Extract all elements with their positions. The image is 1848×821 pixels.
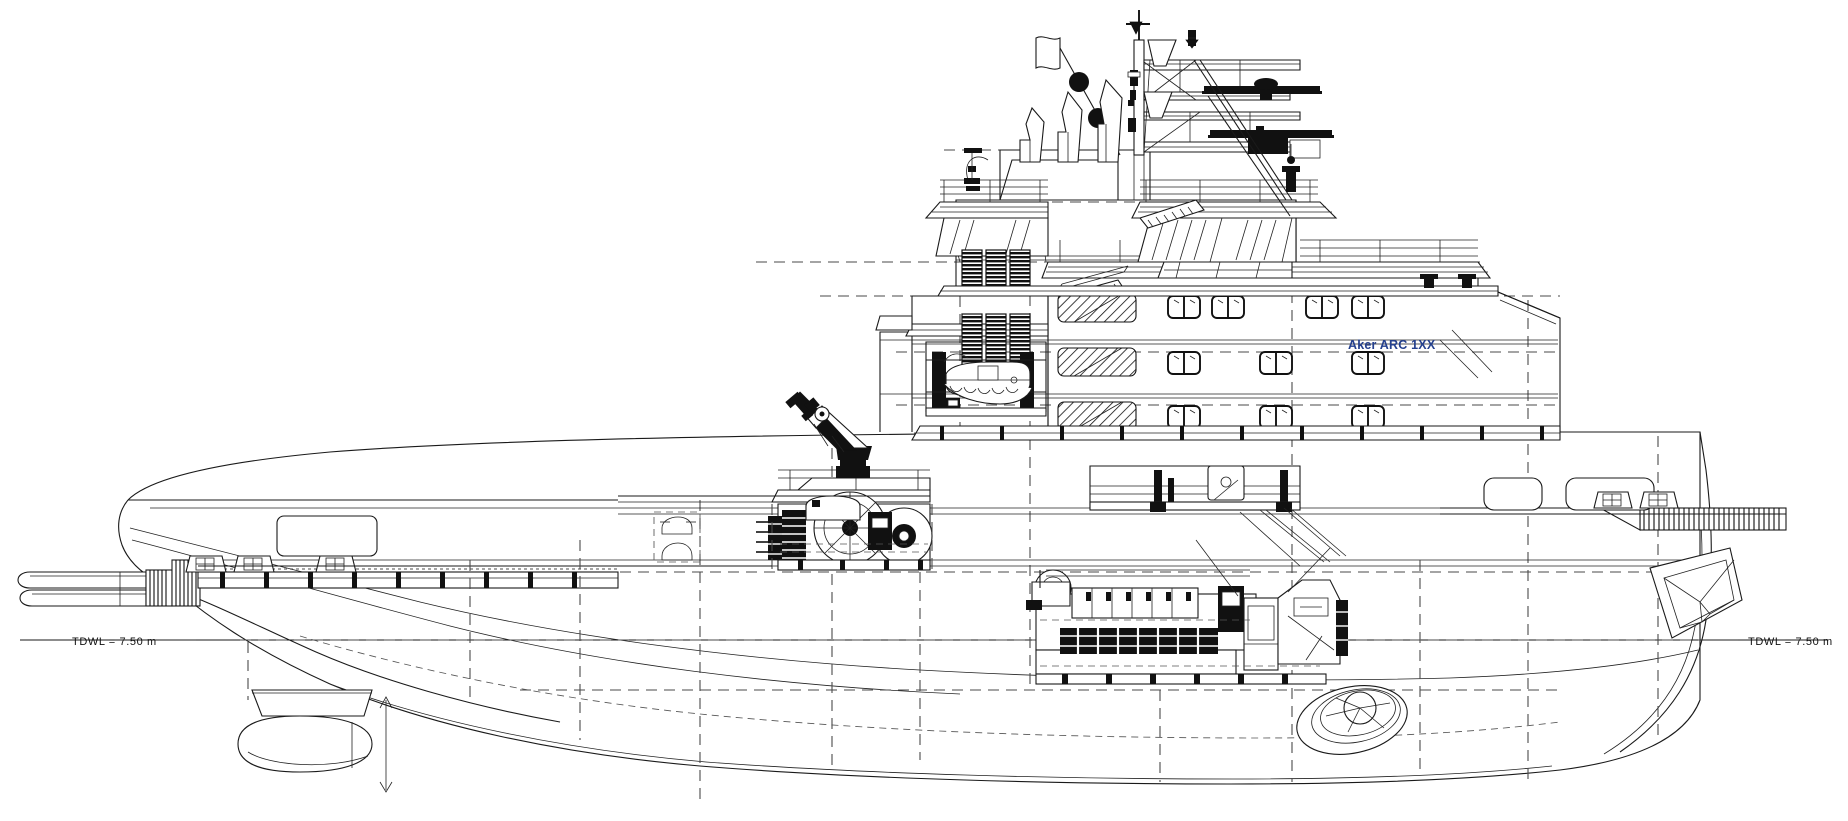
window bbox=[1167, 351, 1201, 375]
aft-deck-bulwark bbox=[197, 568, 619, 589]
stern-arrangement bbox=[17, 515, 619, 607]
stern-roller bbox=[17, 571, 147, 607]
radar-scanner bbox=[1202, 78, 1322, 100]
bulwark-stiffeners bbox=[1440, 507, 1787, 531]
window bbox=[1167, 405, 1201, 429]
shaft-generator bbox=[1277, 579, 1348, 665]
forward-deck-module bbox=[1089, 465, 1347, 567]
main-deck-railing bbox=[911, 425, 1561, 441]
towing-winch bbox=[756, 491, 933, 571]
window bbox=[1211, 295, 1245, 319]
stern-bollards bbox=[185, 555, 357, 573]
radar-scanner-lower bbox=[1208, 126, 1334, 159]
wheelhouse-windows-aft bbox=[935, 217, 1049, 257]
rotation-arrow bbox=[379, 696, 393, 793]
bollard bbox=[233, 555, 275, 573]
winch-hydraulics bbox=[756, 510, 806, 564]
deck-crane bbox=[785, 391, 872, 478]
window bbox=[1305, 295, 1339, 319]
annotation-tdwl-left: TDWL = 7.50 m bbox=[72, 636, 196, 648]
deck-edge-band bbox=[198, 495, 930, 567]
winch-room-boundary bbox=[771, 504, 933, 572]
tdwl-left-label: TDWL = 7.50 m bbox=[72, 636, 157, 648]
bow-thruster-tunnel bbox=[1296, 685, 1408, 755]
catwalk bbox=[1157, 261, 1293, 279]
deck-equipment-symbol bbox=[653, 511, 701, 563]
stair-symbol bbox=[1057, 401, 1137, 431]
cylinder-heads bbox=[1071, 587, 1199, 619]
gearbox bbox=[1218, 586, 1279, 671]
stair-symbol bbox=[1057, 347, 1137, 377]
bollard bbox=[1593, 491, 1633, 509]
brand-leader-lines bbox=[1439, 329, 1493, 379]
accommodation-windows bbox=[1167, 351, 1385, 429]
wheelhouse-windows bbox=[1137, 217, 1297, 263]
bow-arrangement bbox=[1440, 477, 1787, 639]
bow-bollards bbox=[1593, 491, 1679, 509]
turbocharger bbox=[1026, 569, 1072, 610]
window bbox=[1167, 295, 1201, 319]
promenade-railing bbox=[1041, 239, 1492, 279]
window bbox=[1351, 405, 1385, 429]
annotation-tdwl-right: TDWL = 7.50 m bbox=[1700, 636, 1833, 648]
window bbox=[1351, 351, 1385, 375]
stern-azimuth-thruster bbox=[237, 689, 393, 793]
upper-deck-railing bbox=[937, 285, 1499, 297]
tdwl-right-label: TDWL = 7.50 m bbox=[1748, 636, 1833, 648]
signal-day-shapes bbox=[1035, 36, 1121, 156]
roller-frame bbox=[145, 559, 201, 607]
bollard bbox=[1639, 491, 1679, 509]
bollard bbox=[185, 555, 227, 573]
window bbox=[1259, 351, 1293, 375]
internal-stair-symbols bbox=[1057, 293, 1137, 431]
bollard bbox=[315, 555, 357, 573]
internal-bulkheads bbox=[469, 540, 1421, 782]
bridge-stairway bbox=[1139, 199, 1205, 229]
antenna-fittings bbox=[1126, 21, 1199, 132]
louvered-vents bbox=[961, 249, 1031, 377]
radar-mast bbox=[1126, 10, 1334, 217]
window bbox=[1351, 295, 1385, 319]
lifeboat-in-davit bbox=[925, 341, 1047, 417]
window bbox=[1259, 405, 1293, 429]
upper-deck-fitting bbox=[1420, 274, 1476, 288]
stair-symbol bbox=[1057, 293, 1137, 323]
deck-fittings bbox=[964, 144, 1476, 288]
main-engine bbox=[1026, 569, 1348, 685]
anchor-pocket bbox=[1649, 547, 1743, 639]
engine-casing-lines bbox=[1195, 539, 1331, 597]
exhaust-funnels bbox=[1019, 78, 1123, 163]
small-davit-right bbox=[1282, 144, 1300, 192]
railing bbox=[940, 179, 1048, 202]
crankcase-doors bbox=[1060, 628, 1218, 654]
vessel-class-label: Aker ARC 1XX bbox=[1348, 338, 1436, 352]
small-davit-left bbox=[964, 148, 989, 191]
accommodation-windows-lower bbox=[1167, 295, 1385, 319]
